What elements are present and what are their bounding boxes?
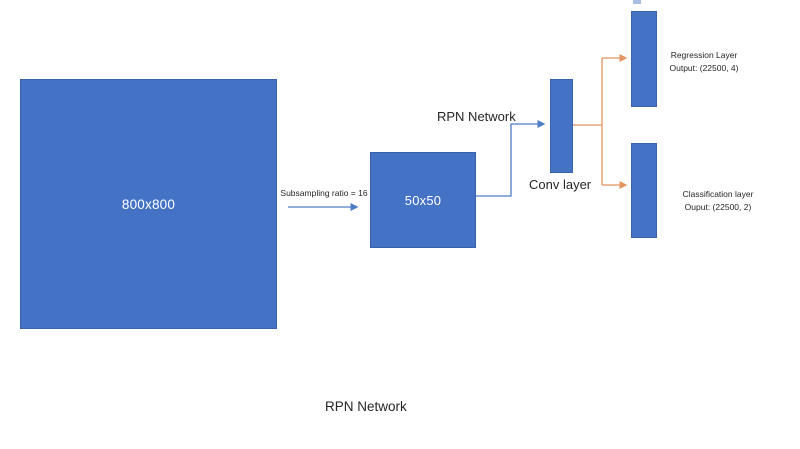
conv-layer-box (550, 79, 573, 173)
diagram-caption: RPN Network (325, 399, 407, 414)
subsampling-ratio-label: Subsampling ratio = 16 (280, 188, 368, 198)
classification-layer-box (631, 143, 657, 238)
input-image-label: 800x800 (121, 196, 176, 212)
conv-layer-label: Conv layer (529, 177, 592, 192)
rpn-network-arrow-label: RPN Network (437, 109, 516, 124)
classification-layer-label: Classification layer Ouput: (22500, 2) (657, 188, 779, 213)
feature-map-label: 50x50 (404, 192, 442, 208)
regression-layer-label: Regression Layer Output: (22500, 4) (645, 49, 763, 74)
regression-layer-box (631, 11, 657, 107)
cropped-shape-artifact (633, 0, 641, 4)
input-image-box: 800x800 (20, 79, 277, 329)
classification-layer-label-line1: Classification layer (682, 189, 754, 199)
classification-layer-label-line2: Ouput: (22500, 2) (684, 201, 752, 212)
regression-layer-label-line1: Regression Layer (670, 50, 738, 60)
conv-output-trunk (573, 58, 603, 185)
feature-map-box: 50x50 (370, 152, 476, 248)
regression-layer-label-line2: Output: (22500, 4) (669, 62, 739, 73)
